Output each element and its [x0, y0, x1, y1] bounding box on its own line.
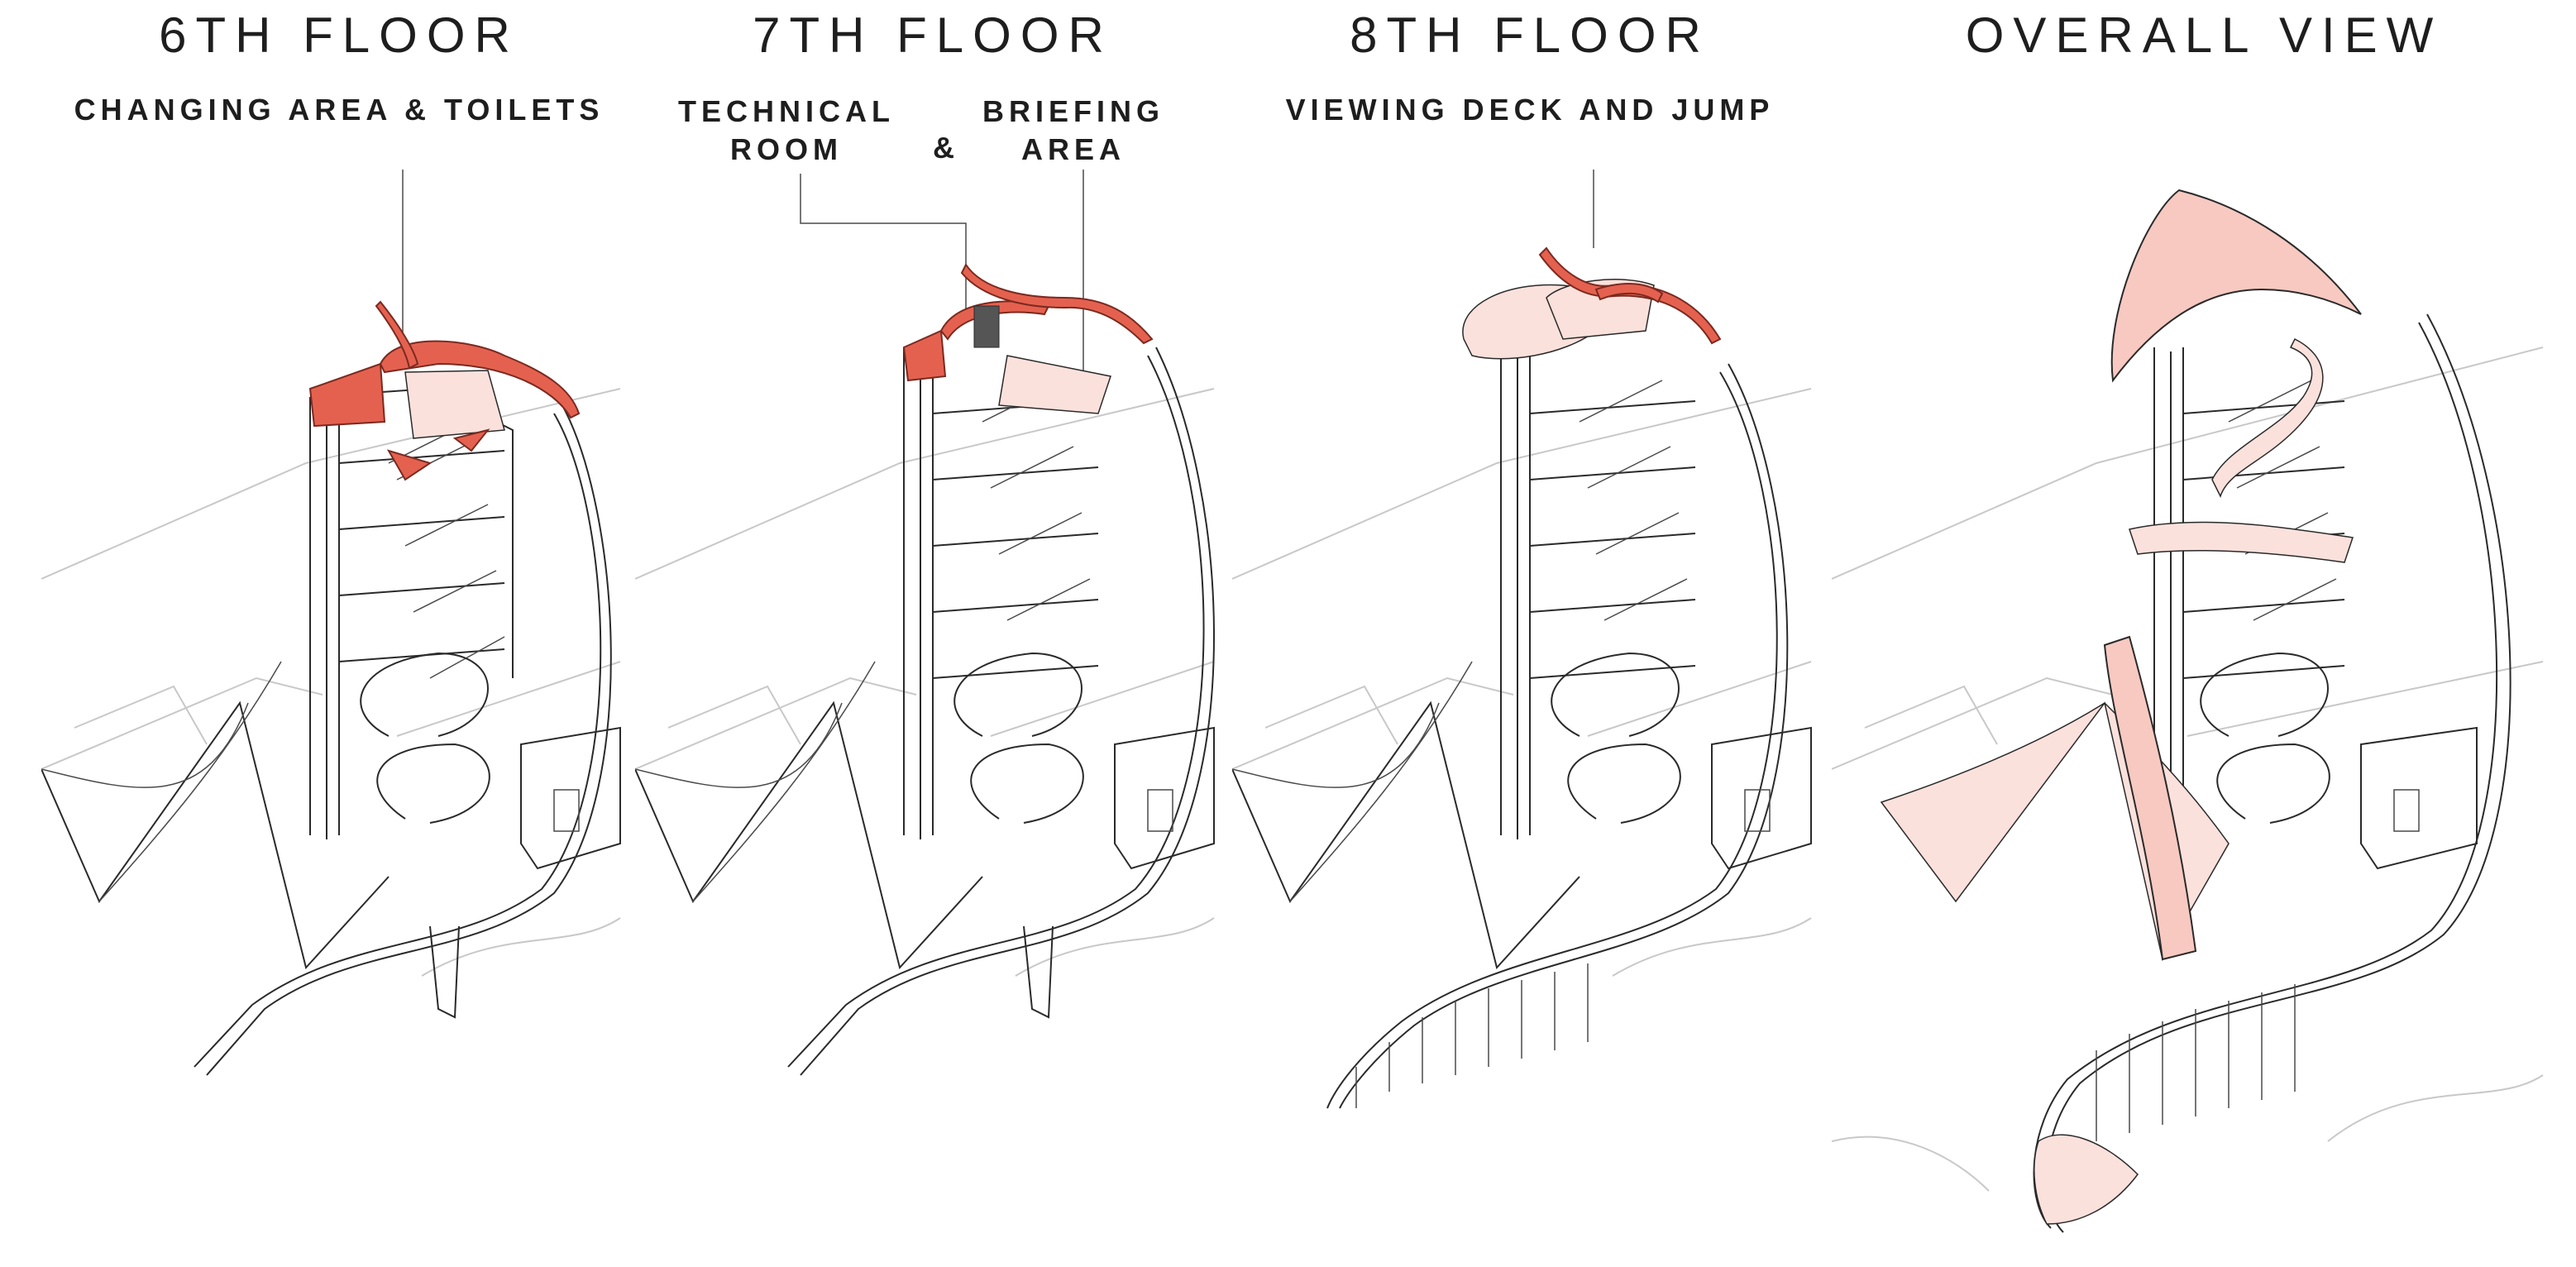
- axonometric-drawing: [1232, 170, 1812, 1109]
- panel-8th-floor: 8TH FLOOR VIEWING DECK AND JUMP: [1232, 0, 1828, 1267]
- panel-overall-view: OVERALL VIEW: [1832, 0, 2576, 1267]
- panel-subtitle-mid: &: [933, 131, 954, 165]
- axonometric-drawing: [41, 170, 621, 1076]
- panel-subtitle-left: TECHNICAL ROOM: [678, 94, 895, 166]
- panel-title: 6TH FLOOR: [159, 7, 519, 63]
- panel-title: 7TH FLOOR: [753, 7, 1113, 63]
- panel-subtitle: CHANGING AREA & TOILETS: [74, 93, 605, 127]
- panel-6th-floor: 6TH FLOOR CHANGING AREA & TOILETS: [41, 0, 637, 1267]
- axonometric-drawing: [1832, 189, 2544, 1233]
- panel-title: OVERALL VIEW: [1965, 7, 2443, 63]
- panel-subtitle-right: BRIEFING AREA: [982, 94, 1165, 166]
- panel-7th-floor: 7TH FLOOR TECHNICAL ROOM & BRIEFING AREA: [635, 0, 1231, 1267]
- panel-subtitle: VIEWING DECK AND JUMP: [1285, 93, 1775, 127]
- axonometric-drawing: [635, 170, 1215, 1076]
- panel-title: 8TH FLOOR: [1350, 7, 1710, 63]
